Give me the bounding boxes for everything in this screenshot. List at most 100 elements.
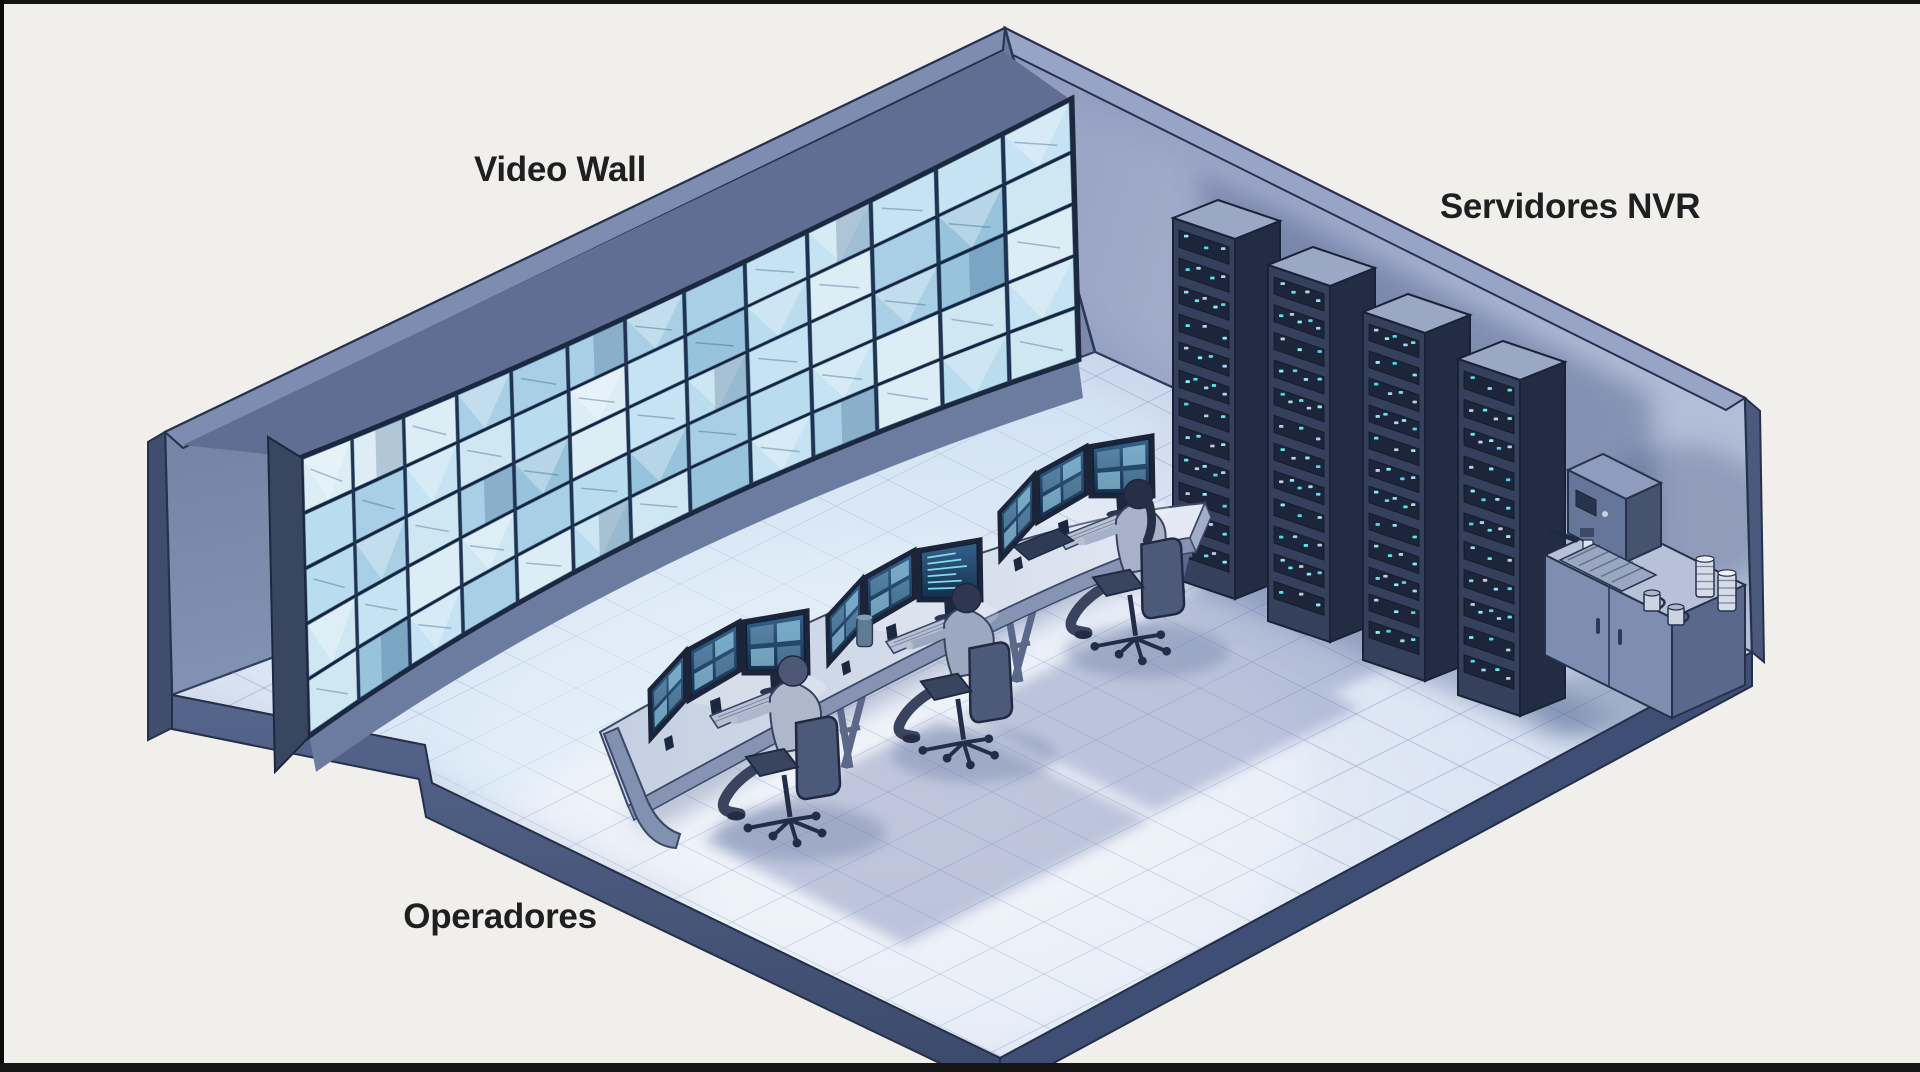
camera-feed-tile bbox=[572, 453, 630, 526]
rack-unit bbox=[1273, 580, 1325, 617]
rack-unit bbox=[1178, 453, 1230, 489]
caster bbox=[743, 823, 753, 833]
operators-label: Operadores bbox=[403, 897, 597, 936]
screenshot-left-border bbox=[0, 0, 4, 1072]
video-wall bbox=[183, 52, 1083, 775]
screenshot-top-border bbox=[0, 0, 1920, 4]
camera-feed-tile bbox=[937, 136, 1003, 216]
camera-feed-tile bbox=[355, 517, 407, 595]
paper-cup-stack-icon bbox=[1717, 569, 1737, 612]
camera-feed-tile bbox=[745, 233, 808, 307]
camera-feed-tile bbox=[807, 202, 871, 277]
rack-unit bbox=[1368, 566, 1420, 602]
camera-feed-tile bbox=[750, 413, 813, 484]
chair-seat bbox=[919, 672, 974, 702]
camera-feed-tile bbox=[1007, 256, 1076, 332]
office-chair bbox=[743, 715, 842, 848]
camera-feed-tile bbox=[813, 386, 877, 457]
camera-feed-tile bbox=[358, 617, 410, 699]
rack-unit bbox=[1368, 458, 1420, 494]
video-wall-label: Video Wall bbox=[473, 150, 647, 189]
caster bbox=[1162, 646, 1171, 656]
camera-feed-tile bbox=[568, 320, 626, 390]
caster bbox=[942, 753, 952, 763]
camera-feed-tile bbox=[875, 312, 941, 385]
camera-feed-tile bbox=[352, 417, 405, 490]
notebook bbox=[1011, 528, 1075, 561]
rack-unit bbox=[1368, 512, 1420, 548]
nvr-server-racks bbox=[1170, 198, 1568, 718]
caster bbox=[1090, 641, 1100, 651]
camera-feed-tile bbox=[573, 498, 631, 571]
camera-feed-tile bbox=[629, 425, 689, 496]
rack-unit bbox=[1463, 568, 1515, 605]
rack-unit bbox=[1463, 597, 1515, 634]
camera-feed-tile bbox=[404, 395, 458, 466]
camera-feed-tile bbox=[1005, 153, 1073, 233]
camera-feed-tile bbox=[625, 292, 685, 363]
rack-unit bbox=[1273, 387, 1325, 423]
operator-head bbox=[951, 582, 982, 614]
paper-cup-stack-icon bbox=[1695, 555, 1715, 598]
screenshot-bottom-border bbox=[0, 1063, 1920, 1072]
rack-unit bbox=[1273, 359, 1325, 395]
portafilter-handle bbox=[1548, 528, 1579, 543]
operator-workstation bbox=[825, 536, 1057, 783]
rack-unit bbox=[1463, 427, 1515, 463]
camera-feed-tile bbox=[305, 544, 356, 623]
camera-feed-tile bbox=[874, 265, 939, 339]
camera-feed-tile bbox=[811, 340, 875, 412]
rack-unit bbox=[1178, 285, 1230, 321]
server-rack bbox=[1360, 292, 1473, 683]
operator-workstation bbox=[647, 608, 886, 861]
server-rack bbox=[1455, 339, 1568, 718]
camera-feed-tile bbox=[749, 368, 812, 440]
shoe bbox=[1074, 630, 1092, 640]
camera-feed-tile bbox=[460, 464, 515, 537]
rack-unit bbox=[1273, 276, 1325, 312]
camera-feed-tile bbox=[938, 185, 1005, 263]
rack-unit bbox=[1463, 398, 1515, 435]
rack-unit bbox=[1273, 553, 1325, 589]
chair-backrest bbox=[968, 641, 1014, 724]
camera-feed-tile bbox=[746, 278, 809, 351]
chair-seat bbox=[1091, 568, 1146, 598]
operator-workstation bbox=[997, 432, 1229, 679]
coffee-station bbox=[1542, 452, 1748, 720]
wall-band-below-screens bbox=[309, 359, 1083, 772]
shoe bbox=[902, 734, 920, 744]
caster bbox=[984, 734, 994, 744]
camera-feed-tile bbox=[688, 397, 749, 468]
camera-feed-tile bbox=[941, 284, 1008, 358]
rack-unit bbox=[1178, 313, 1230, 349]
coffee-machine-icon bbox=[1548, 452, 1664, 592]
camera-feed-tile bbox=[1003, 101, 1072, 184]
camera-feed-tile bbox=[406, 491, 460, 566]
rack-unit bbox=[1178, 425, 1230, 461]
camera-feed-tile bbox=[461, 510, 516, 585]
caster bbox=[811, 811, 821, 821]
camera-feed-tile bbox=[628, 381, 687, 452]
camera-feed-tile bbox=[873, 217, 938, 293]
drip-tray bbox=[1558, 543, 1658, 592]
operator-head bbox=[777, 655, 809, 687]
camera-feed-tile bbox=[810, 294, 874, 367]
server-rack bbox=[1265, 245, 1378, 644]
rack-unit bbox=[1368, 539, 1420, 575]
camera-feed-tile bbox=[354, 467, 406, 542]
machine-display bbox=[1575, 489, 1597, 517]
caster bbox=[966, 760, 975, 770]
desk-left-end-panel bbox=[602, 726, 682, 850]
rack-unit bbox=[1463, 483, 1515, 520]
caster bbox=[918, 745, 928, 755]
camera-feed-tile bbox=[570, 409, 628, 480]
camera-feed-tile bbox=[684, 263, 746, 335]
camera-feed-tile bbox=[748, 323, 810, 395]
rack-unit bbox=[1463, 455, 1515, 492]
camera-feed-tile bbox=[514, 436, 571, 509]
rack-unit bbox=[1178, 257, 1230, 293]
chair-seat bbox=[744, 747, 800, 778]
office-chair bbox=[1090, 537, 1186, 666]
